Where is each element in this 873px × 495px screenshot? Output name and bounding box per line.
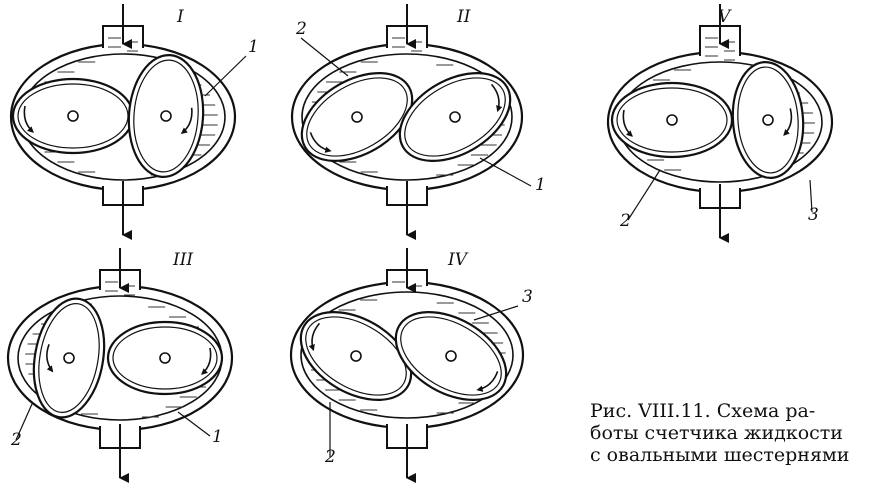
part-number-label: 1 <box>535 175 546 195</box>
diagram-label: V <box>718 7 732 27</box>
diagram-label: I <box>176 7 184 27</box>
part-number-label: 1 <box>212 427 223 447</box>
caption-line-2: боты счетчика жидкости <box>590 422 843 444</box>
gear-axle <box>67 110 79 122</box>
diagram-label: II <box>456 7 471 27</box>
meter-diagram-iv <box>289 248 525 483</box>
part-number-label: 3 <box>522 287 533 307</box>
leader-line <box>300 37 349 77</box>
part-number-label: 1 <box>248 37 259 57</box>
part-number-label: 2 <box>10 430 22 450</box>
gear-axle <box>159 352 171 364</box>
meter-diagram-ii <box>290 4 524 240</box>
leader-line <box>473 305 519 321</box>
diagram-label: III <box>172 250 193 270</box>
gear-axle <box>350 350 362 362</box>
figure-caption: Рис. VIII.11. Схема ра- боты счетчика жи… <box>590 400 873 466</box>
leader-line <box>177 411 211 437</box>
leader-line <box>204 55 247 97</box>
diagram-label: IV <box>447 250 469 270</box>
gear-axle <box>445 350 457 362</box>
leader-line <box>479 157 532 187</box>
meter-diagram-iii <box>6 248 234 483</box>
leader-line <box>809 179 813 213</box>
housing-inner <box>301 53 513 181</box>
gear-axle <box>449 111 461 123</box>
part-number-label: 2 <box>619 211 631 231</box>
gear-axle <box>63 352 75 364</box>
meter-diagram-v <box>606 4 834 243</box>
gear-axle <box>351 111 363 123</box>
part-number-label: 2 <box>295 19 307 39</box>
caption-line-3: с овальными шестернями <box>590 444 850 466</box>
gear-axle <box>666 114 678 126</box>
gear-axle <box>762 114 774 126</box>
caption-line-1: Рис. VIII.11. Схема ра- <box>590 400 816 422</box>
leader-line <box>627 169 661 221</box>
leader-line <box>15 403 33 441</box>
gear-axle <box>160 110 172 122</box>
part-number-label: 3 <box>808 205 819 225</box>
meter-diagram-i <box>9 4 237 240</box>
